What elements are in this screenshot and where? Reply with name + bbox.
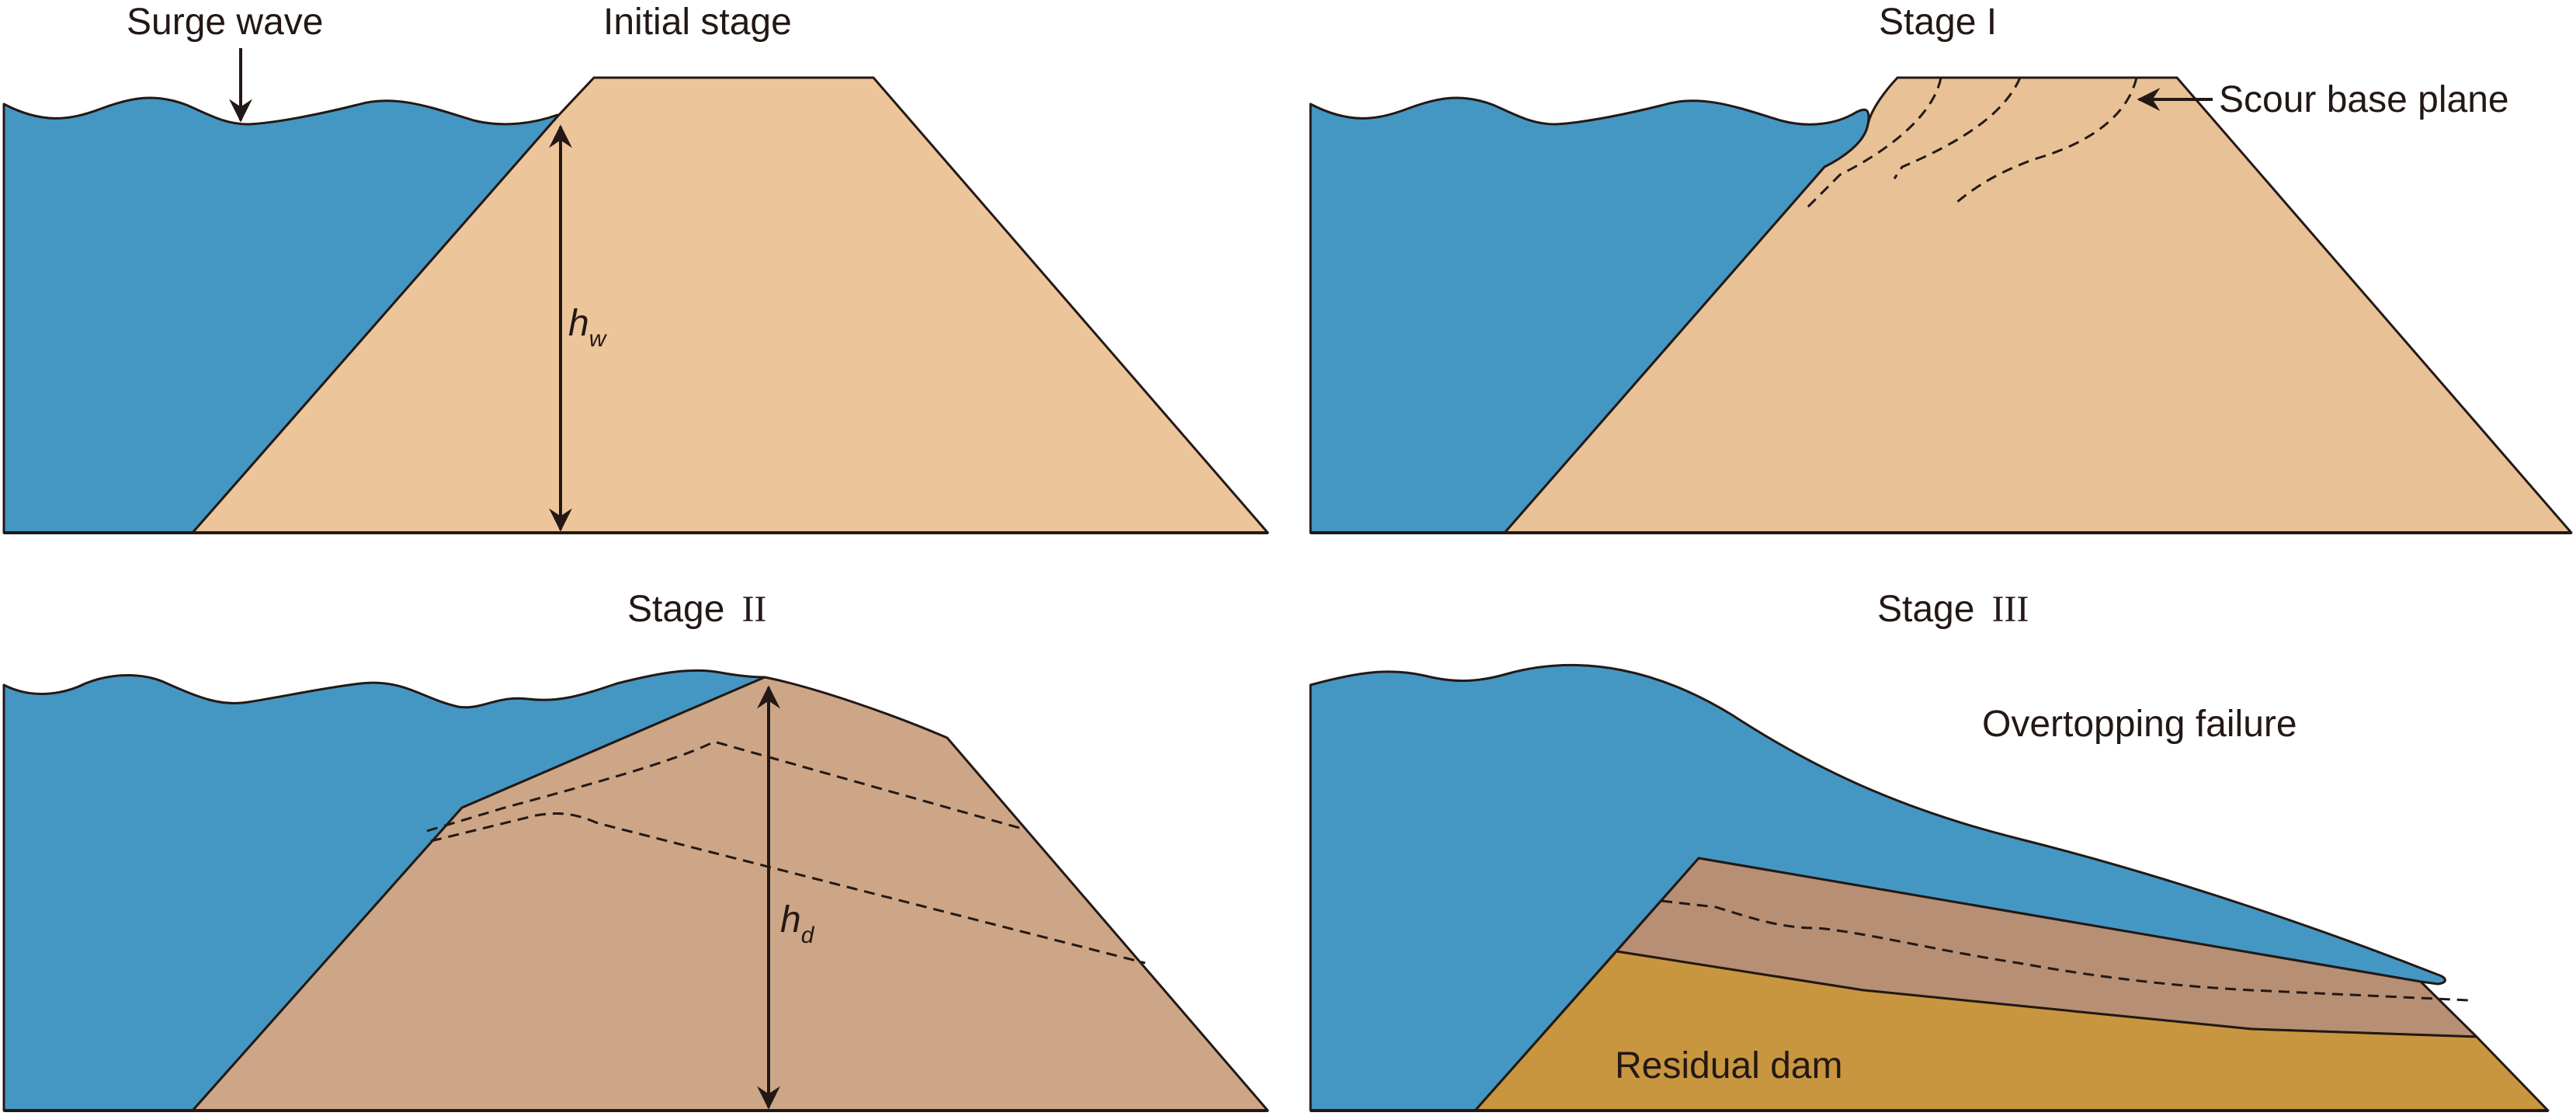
initial-stage-title: Initial stage — [603, 2, 792, 43]
panel-initial-stage: hw Surge wave Initial stage — [2, 2, 1269, 534]
water-body — [2, 96, 559, 534]
scour-base-plane-label: Scour base plane — [2219, 79, 2509, 120]
stage-1-title: Stage I — [1879, 2, 1997, 43]
overtopping-failure-label: Overtopping failure — [1982, 704, 2297, 745]
erosion-line — [1661, 899, 2470, 1002]
dam-body — [1503, 76, 2573, 534]
dam-height-symbol: hd — [780, 899, 815, 948]
scour-line-lower — [430, 812, 1146, 965]
residual-dam-label: Residual dam — [1615, 1045, 1842, 1086]
water-body — [1309, 96, 1870, 534]
scour-line-1 — [1804, 77, 1942, 211]
dam-body — [191, 676, 1269, 1112]
panel-stage-1: Scour base plane Stage I — [1309, 2, 2573, 534]
scour-line-upper — [426, 740, 1026, 833]
water-height-symbol: hw — [568, 303, 608, 352]
water-body — [2, 669, 766, 1112]
scour-line-2 — [1893, 77, 2022, 179]
surge-wave-label: Surge wave — [127, 2, 323, 43]
scour-line-3 — [1952, 77, 2138, 207]
